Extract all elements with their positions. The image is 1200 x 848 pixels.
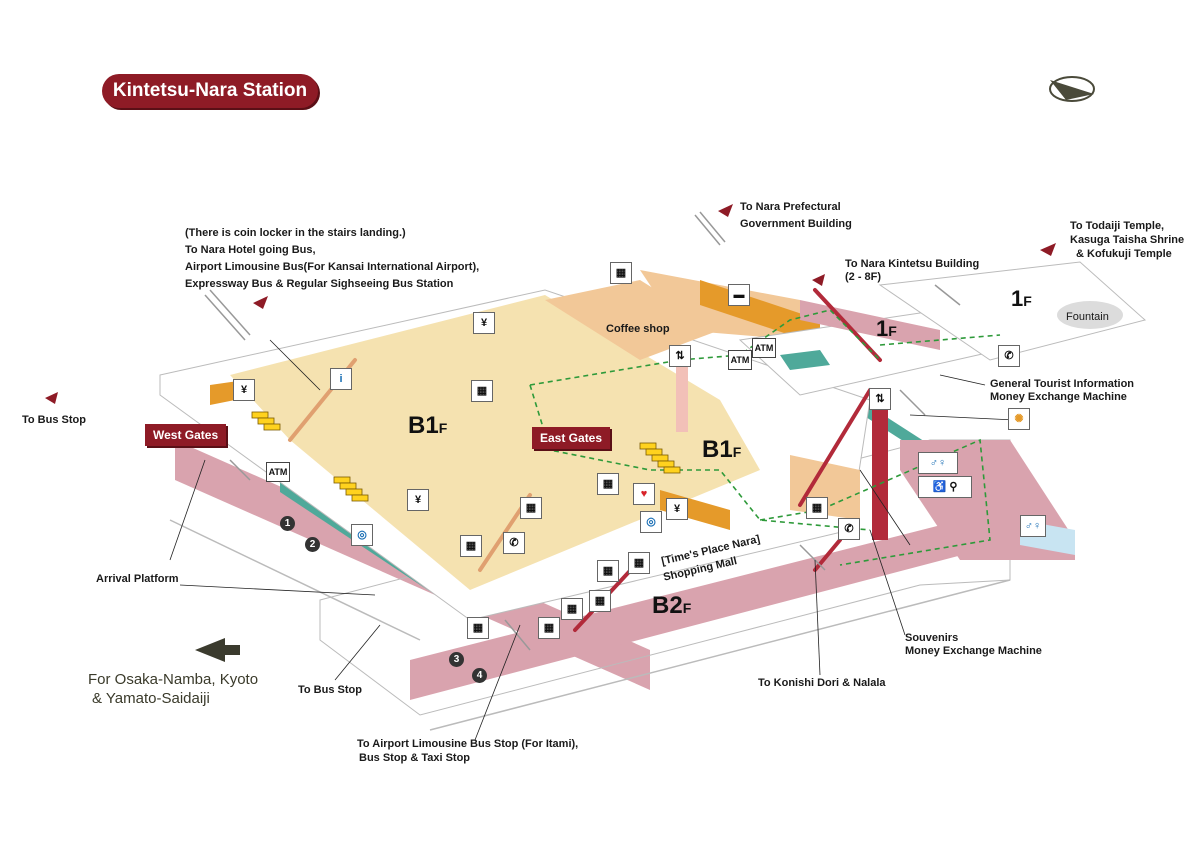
arrow-todaiji: [1040, 243, 1056, 256]
label-hotel-bus: To Nara Hotel going Bus,: [185, 244, 316, 256]
yen-icon-center: ¥: [407, 489, 429, 511]
label-kintetsu-bldg-2: (2 - 8F): [845, 271, 882, 283]
atm-icon-mid: ATM: [728, 350, 752, 370]
coin-locker-icon-11: ▦: [467, 617, 489, 639]
label-osaka-2: & Yamato-Saidaiji: [92, 690, 210, 707]
label-osaka-1: For Osaka-Namba, Kyoto: [88, 671, 259, 688]
fountain-area: [1057, 301, 1123, 329]
info-icon: i: [330, 368, 352, 390]
money-exchange-icon-2: ◎: [351, 524, 373, 546]
b1-main-area: [230, 295, 760, 590]
west-gates-label: West Gates: [145, 424, 227, 446]
elevator-icon-1: ⇅: [669, 345, 691, 367]
coin-locker-icon-6: ▦: [597, 560, 619, 582]
money-exchange-icon-1: ◎: [640, 511, 662, 533]
b1-concourse: [159, 270, 871, 621]
phone-icon-2: ✆: [838, 518, 860, 540]
stairs: [204, 211, 961, 651]
east-gates-label: East Gates: [532, 427, 611, 449]
label-to-bus-stop-bottom: To Bus Stop: [298, 684, 362, 696]
yen-icon-east: ¥: [666, 498, 688, 520]
yen-icon-west: ¥: [233, 379, 255, 401]
atm-icon-west: ATM: [266, 462, 290, 482]
tourist-info-icon: ✺: [1008, 408, 1030, 430]
restroom-icon-2: ♂♀: [1020, 515, 1046, 537]
label-coin-locker: (There is coin locker in the stairs land…: [185, 227, 406, 239]
label-todaiji-2: Kasuga Taisha Shrine: [1070, 234, 1185, 246]
label-konishi: To Konishi Dori & Nalala: [758, 677, 886, 689]
floor-1f-right: 1F: [1011, 286, 1032, 311]
label-prefectural-1: To Nara Prefectural: [740, 201, 841, 213]
b1-shop-block: [545, 280, 720, 360]
label-express-bus: Expressway Bus & Regular Sighseeing Bus …: [185, 278, 454, 290]
coin-lockers: [251, 411, 681, 502]
compass-icon: [1049, 76, 1095, 102]
coin-locker-icon-8: ▦: [561, 598, 583, 620]
label-money-exchange-1: Money Exchange Machine: [990, 391, 1127, 403]
restroom-icon-1: ♂♀: [918, 452, 958, 474]
floor-b1-right: B1F: [702, 436, 742, 463]
atm-icon-mid-2: ATM: [752, 338, 776, 358]
phone-icon-1: ✆: [503, 532, 525, 554]
phone-icon-3: ✆: [998, 345, 1020, 367]
coin-locker-icon-5: ▦: [460, 535, 482, 557]
coin-locker-icon-7: ▦: [628, 552, 650, 574]
elevator-shaft-right: [872, 400, 888, 540]
yen-icon-north: ¥: [473, 312, 495, 334]
label-souvenirs: Souvenirs: [905, 632, 959, 644]
label-prefectural-2: Government Building: [740, 218, 852, 230]
arrow-bus-station: [253, 296, 268, 309]
elevator-icon-2: ⇅: [869, 388, 891, 410]
label-todaiji-3: & Kofukuji Temple: [1076, 248, 1172, 260]
accessible-icon: ♿ ⚲: [918, 476, 972, 498]
label-fountain: Fountain: [1066, 311, 1109, 323]
coin-locker-icon-3: ▦: [597, 473, 619, 495]
platform-number-3: 3: [449, 652, 464, 667]
floor-1f-mid: 1F: [876, 316, 897, 341]
f1-plaza: [878, 261, 1147, 361]
label-coffee-shop: Coffee shop: [606, 323, 670, 335]
label-to-bus-stop-left: To Bus Stop: [22, 414, 86, 426]
platform-number-4: 4: [472, 668, 487, 683]
label-arrival-platform: Arrival Platform: [96, 573, 179, 585]
floor-b1-left: B1F: [408, 412, 448, 439]
label-kintetsu-bldg-1: To Nara Kintetsu Building: [845, 258, 980, 270]
gun-shop-icon: ▬: [728, 284, 750, 306]
f1-building: [738, 261, 1147, 396]
label-airport-itami-1: To Airport Limousine Bus Stop (For Itami…: [357, 738, 579, 750]
floor-b2: B2F: [652, 592, 692, 619]
elevator-shaft-left: [676, 362, 688, 432]
direction-arrows: [45, 204, 1056, 404]
coin-locker-icon-1: ▦: [610, 262, 632, 284]
arrow-kintetsu-bldg: [812, 274, 825, 286]
osaka-direction-arrow: [195, 638, 240, 662]
leader-lines: [169, 339, 1016, 741]
label-money-exchange-2: Money Exchange Machine: [905, 645, 1042, 657]
arrow-prefectural: [718, 204, 733, 217]
coin-locker-icon-10: ▦: [538, 617, 560, 639]
platform-number-2: 2: [305, 537, 320, 552]
label-airport-bus: Airport Limousine Bus(For Kansai Interna…: [185, 261, 480, 273]
platform-3-4: [410, 510, 1000, 700]
aed-heart-icon: ♥: [633, 483, 655, 505]
label-todaiji-1: To Todaiji Temple,: [1070, 220, 1165, 232]
platform-number-1: 1: [280, 516, 295, 531]
label-airport-itami-2: Bus Stop & Taxi Stop: [359, 752, 471, 764]
coin-locker-icon-2: ▦: [471, 380, 493, 402]
coin-locker-icon-4: ▦: [520, 497, 542, 519]
coin-locker-icon-9: ▦: [589, 590, 611, 612]
label-tourist-info: General Tourist Information: [990, 378, 1135, 390]
arrow-bus-stop-left: [45, 392, 58, 404]
station-title: Kintetsu-Nara Station: [102, 74, 318, 108]
coin-locker-icon-12: ▦: [806, 497, 828, 519]
